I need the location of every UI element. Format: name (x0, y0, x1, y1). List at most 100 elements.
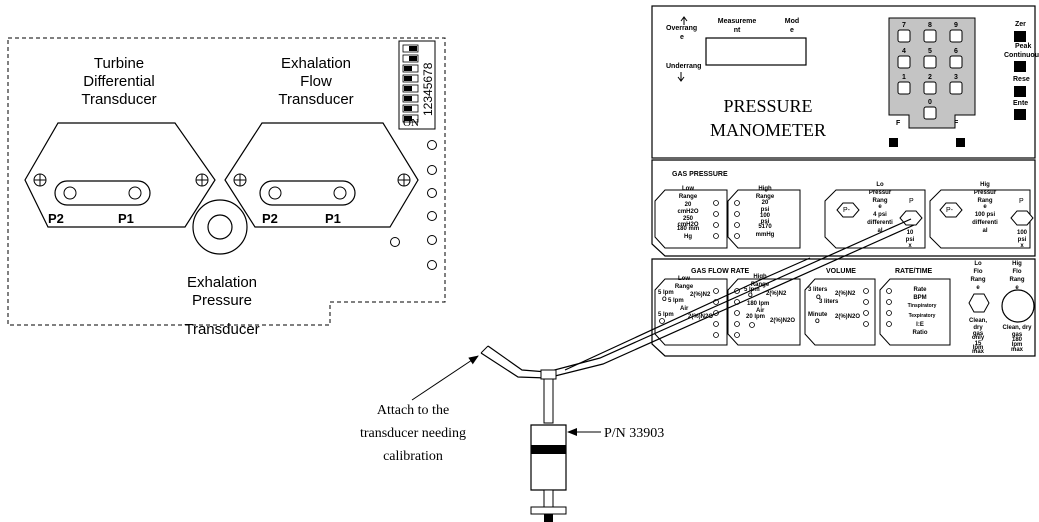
measurement-header: Measureme (718, 18, 757, 25)
gf-high-range-leds (734, 288, 755, 338)
turbine-differential-transducer: Turbine Differential Transducer P2 P1 (24, 55, 216, 228)
svg-text:psi: psi (906, 237, 915, 243)
keypad-label-2: 2 (928, 74, 932, 81)
keypad-label-6: 6 (954, 48, 958, 55)
svg-text:Rate: Rate (913, 287, 927, 293)
svg-text:O: O (748, 293, 753, 299)
manometer-top-panel: Overrang e Underrang Measureme nt Mod e … (651, 5, 1039, 159)
gp-low-range-box (654, 189, 728, 249)
exhalation-pressure-transducer: Exhalation Pressure Transducer (184, 199, 260, 338)
underrange-arrow-icon (677, 72, 685, 82)
svg-text:Minute: Minute (808, 312, 828, 318)
enter-button[interactable] (1014, 109, 1026, 120)
svg-text:Rang: Rang (1010, 277, 1025, 283)
svg-text:2(%)N2: 2(%)N2 (835, 291, 856, 297)
keypad-button-2[interactable] (923, 81, 937, 95)
keypad-label-7: 7 (902, 22, 906, 29)
gas-flow-panel: GAS FLOW RATE VOLUME RATE/TIME Low Range… (651, 258, 1036, 357)
hi-p-plus-port[interactable] (1010, 210, 1034, 226)
gp-high-range-box (727, 189, 801, 249)
svg-text:180: 180 (1012, 337, 1023, 343)
svg-text:only: only (972, 335, 985, 341)
f-button-right[interactable] (956, 138, 965, 147)
keypad-label-0: 0 (928, 99, 932, 106)
svg-text:e: e (983, 204, 987, 210)
lo-flow-port[interactable] (968, 293, 990, 313)
svg-text:e: e (1015, 285, 1019, 291)
keypad-button-9[interactable] (949, 29, 963, 43)
svg-text:Tinspiratory: Tinspiratory (908, 303, 937, 309)
svg-text:al: al (877, 228, 882, 234)
attach-line2: transducer needing (360, 426, 466, 441)
zero-label: Zer (1015, 21, 1026, 28)
dip-switch-on-label: ON (403, 117, 419, 129)
svg-text:e: e (790, 27, 794, 34)
ratetime-leds (886, 288, 892, 327)
zero-button[interactable] (1014, 31, 1026, 42)
svg-text:2(%)N2O: 2(%)N2O (835, 314, 860, 320)
svg-text:5 lpm: 5 lpm (658, 312, 674, 318)
svg-text:BPM: BPM (913, 295, 926, 301)
keypad-button-7[interactable] (897, 29, 911, 43)
svg-text:250: 250 (683, 216, 694, 222)
side-buttons: Zer Peak Continuou Rese Ente (1004, 21, 1039, 120)
attach-line3: calibration (383, 449, 443, 464)
svg-text:Range: Range (751, 282, 770, 288)
svg-text:5170: 5170 (758, 224, 772, 230)
turbine-label-line1: Turbine (94, 55, 144, 72)
dip-switch: 12345678 ON (398, 40, 436, 130)
svg-text:Range: Range (679, 194, 698, 200)
keypad-button-3[interactable] (949, 81, 963, 95)
svg-text:e: e (878, 204, 882, 210)
keypad-button-6[interactable] (949, 55, 963, 69)
keypad-button-0[interactable] (923, 106, 937, 120)
reset-button[interactable] (1014, 86, 1026, 97)
svg-text:e: e (976, 285, 980, 291)
ratetime-title: RATE/TIME (895, 268, 933, 275)
svg-text:psi: psi (1018, 237, 1027, 243)
f-button-left[interactable] (889, 138, 898, 147)
svg-text:cmH2O: cmH2O (677, 209, 698, 215)
syringe-plunger[interactable] (530, 506, 567, 515)
gas-pressure-panel: GAS PRESSURE Low Range 20 cmH2O 250 cmH2… (651, 159, 1036, 257)
flow-label-line1: Exhalation (281, 55, 351, 72)
transducer-board: 12345678 ON Turbine Differential Transdu… (7, 37, 446, 338)
svg-text:5 lpm: 5 lpm (668, 298, 684, 304)
tube-end-left (480, 345, 489, 354)
reset-label: Rese (1013, 76, 1030, 83)
svg-text:Range: Range (675, 284, 694, 290)
keypad-button-1[interactable] (897, 81, 911, 95)
svg-text:mmHg: mmHg (756, 232, 775, 238)
svg-text:2(%)N2O: 2(%)N2O (688, 314, 713, 320)
peak-continuous-button[interactable] (1014, 61, 1026, 72)
gas-pressure-title: GAS PRESSURE (672, 171, 728, 178)
keypad-button-5[interactable] (923, 55, 937, 69)
svg-text:High: High (753, 274, 767, 280)
keypad-button-8[interactable] (923, 29, 937, 43)
svg-text:Clean, dry: Clean, dry (1002, 325, 1032, 331)
svg-text:Low: Low (682, 186, 694, 192)
callout-attach: Attach to the transducer needing calibra… (360, 355, 479, 464)
svg-text:Flo: Flo (1013, 269, 1022, 275)
board-mounting-holes (390, 140, 437, 270)
svg-text:Pressur: Pressur (974, 190, 997, 196)
hi-flow-port[interactable] (1001, 289, 1035, 323)
gp-high-range-leds (734, 200, 740, 239)
svg-text:3 liters: 3 liters (808, 287, 828, 293)
svg-text:High: High (758, 186, 772, 192)
svg-text:2(%)N2: 2(%)N2 (766, 291, 787, 297)
lo-p-minus-port[interactable] (836, 202, 860, 218)
pressure-label-line2: Pressure (192, 292, 252, 309)
flow-label-line3: Transducer (278, 91, 353, 108)
svg-text:I:E: I:E (916, 322, 924, 328)
svg-text:O: O (816, 295, 821, 301)
manometer-title-line1: PRESSURE (723, 96, 812, 116)
keypad-panel (888, 17, 976, 129)
keypad-button-4[interactable] (897, 55, 911, 69)
hi-p-minus-port[interactable] (939, 202, 963, 218)
svg-text:100 psi: 100 psi (975, 212, 996, 218)
callout-part-number: P/N 33903 (567, 426, 664, 441)
flow-port-p2: P2 (262, 211, 278, 226)
svg-text:10: 10 (907, 230, 914, 236)
